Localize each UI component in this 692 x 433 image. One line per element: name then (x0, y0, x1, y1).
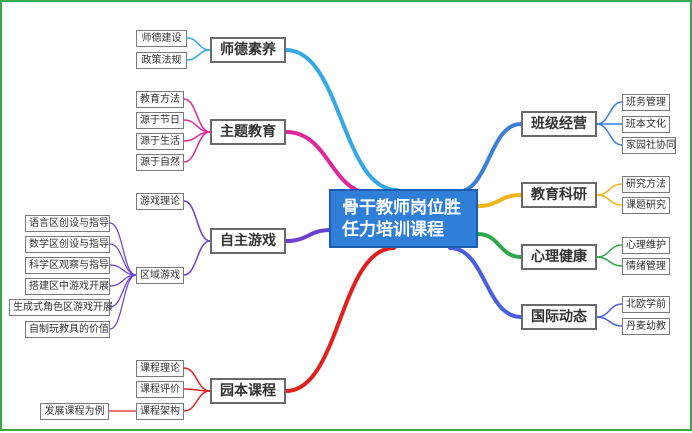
leaf-zizhu-2[interactable]: 区域游戏 (136, 267, 184, 284)
leaf-banji-1[interactable]: 班务管理 (622, 94, 670, 111)
connector-quyu-1 (109, 222, 137, 276)
connector-guoji-2 (596, 316, 623, 327)
branch-banji[interactable]: 班级经营 (521, 111, 597, 137)
connector-zizhu-2 (183, 240, 211, 276)
leaf-keyan-1[interactable]: 研究方法 (622, 176, 670, 193)
leaf-banji-2[interactable]: 班本文化 (622, 116, 670, 133)
branch-yuanben[interactable]: 园本课程 (210, 378, 286, 404)
branch-zhuti[interactable]: 主题教育 (210, 119, 286, 145)
central-topic-line-2: 任力培训课程 (342, 220, 444, 240)
connector-guoji-1 (596, 303, 623, 318)
leaf-yuanben-2[interactable]: 课程评价 (136, 381, 184, 398)
connector-shide-1 (186, 37, 211, 51)
leaf-quyu-3[interactable]: 科学区观察与指导 (25, 257, 110, 274)
connector-yuanben-1 (183, 367, 211, 392)
connector-quyu-2 (109, 243, 137, 276)
connector-keyan (476, 193, 523, 208)
leaf-zizhu-1[interactable]: 游戏理论 (136, 193, 184, 210)
central-topic-line-1: 骨干教师岗位胜 (342, 198, 461, 218)
leaf-keyan-2[interactable]: 课题研究 (622, 197, 670, 214)
connector-shide-2 (186, 49, 211, 61)
connector-zizhu-1 (183, 200, 211, 242)
leaf-yuanben-3[interactable]: 课程架构 (136, 403, 184, 420)
leaf-zhuti-3[interactable]: 源于生活 (136, 133, 184, 150)
connector-zhuti-1 (183, 98, 211, 133)
connector-banji-1 (596, 101, 623, 125)
leaf-guoji-1[interactable]: 北欧学前 (622, 296, 670, 313)
branch-xinli[interactable]: 心理健康 (521, 244, 597, 270)
connector-zizhu (284, 228, 333, 243)
branch-shide[interactable]: 师德素养 (210, 37, 286, 63)
leaf-banji-3[interactable]: 家园社协同 (622, 137, 676, 154)
connector-keyan-1 (596, 183, 623, 196)
leaf-zhuti-4[interactable]: 源于自然 (136, 154, 184, 171)
leaf-zhuti-1[interactable]: 教育方法 (136, 91, 184, 108)
leaf-guoji-2[interactable]: 丹麦幼教 (622, 318, 670, 335)
connector-yuanben-3 (183, 390, 211, 412)
connector-xinli (476, 232, 523, 259)
connector-shide (284, 48, 399, 192)
leaf-xinli-2[interactable]: 情绪管理 (622, 258, 670, 275)
branch-guoji[interactable]: 国际动态 (521, 304, 597, 330)
connector-keyan-2 (596, 194, 623, 206)
central-topic[interactable]: 骨干教师岗位胜 任力培训课程 (329, 189, 478, 248)
connector-xinli-2 (596, 256, 623, 267)
connector-guoji (448, 246, 523, 319)
branch-keyan[interactable]: 教育科研 (521, 182, 597, 208)
leaf-shide-2[interactable]: 政策法规 (136, 52, 187, 69)
leaf-zhuti-2[interactable]: 源于节日 (136, 112, 184, 129)
connector-quyu-6 (109, 274, 137, 330)
leaf-quyu-4[interactable]: 搭建区中游戏开展 (25, 278, 110, 295)
connector-banji (455, 122, 523, 194)
connector-xinli-1 (596, 244, 623, 258)
connector-yuanben (284, 246, 396, 393)
leaf-jiagou-1[interactable]: 发展课程为例 (40, 403, 109, 420)
leaf-shide-1[interactable]: 师德建设 (136, 30, 187, 47)
leaf-quyu-5[interactable]: 生成式角色区游戏开展 (9, 299, 113, 316)
leaf-quyu-2[interactable]: 数学区创设与指导 (25, 236, 110, 253)
branch-zizhu[interactable]: 自主游戏 (210, 228, 286, 254)
leaf-yuanben-1[interactable]: 课程理论 (136, 360, 184, 377)
leaf-xinli-1[interactable]: 心理维护 (622, 237, 670, 254)
connector-banji-3 (596, 123, 623, 146)
connector-zhuti-4 (183, 131, 211, 163)
leaf-quyu-6[interactable]: 自制玩教具的价值 (25, 321, 110, 338)
leaf-quyu-1[interactable]: 语言区创设与指导 (25, 215, 110, 232)
